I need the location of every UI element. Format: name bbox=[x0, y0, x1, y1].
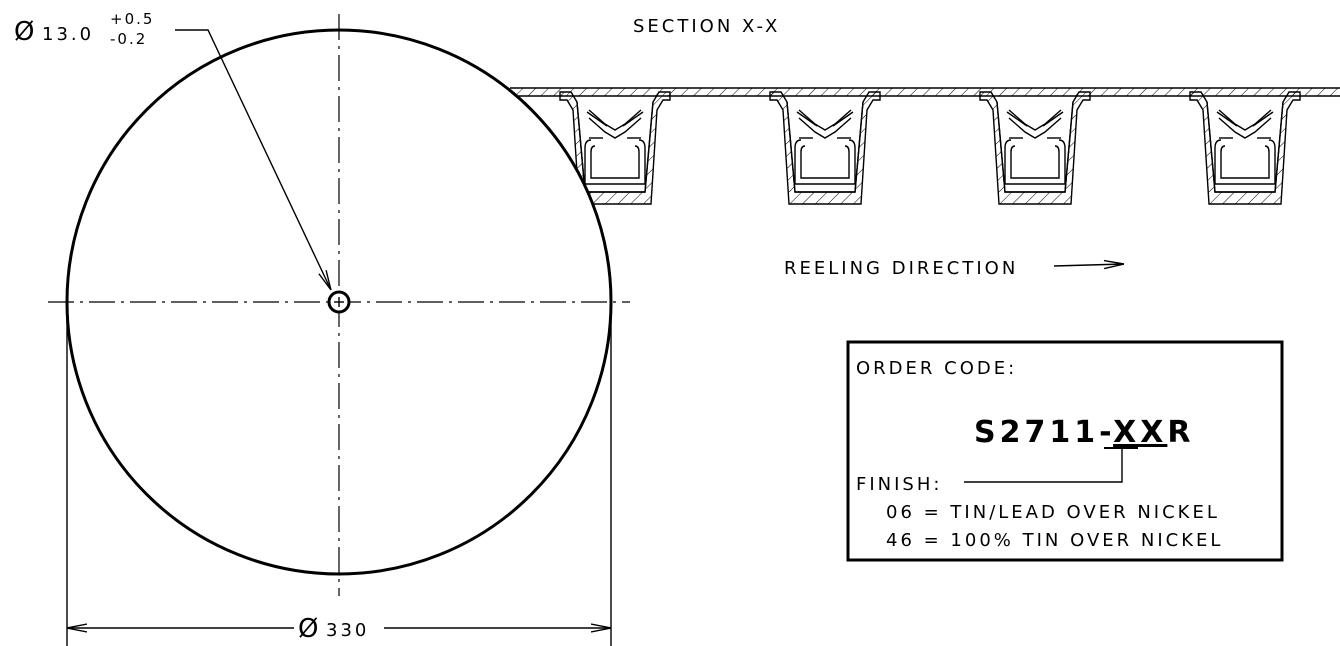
hub-tolerance-minus: -0.2 bbox=[110, 30, 147, 48]
reel-diameter-value: 330 bbox=[326, 620, 369, 641]
tape-pocket-2 bbox=[769, 91, 881, 205]
order-code-value: S2711-XXR bbox=[974, 415, 1194, 450]
order-code-box: ORDER CODE: S2711-XXR FINISH: 06 = TIN/L… bbox=[846, 340, 1284, 562]
reeling-direction-label: REELING DIRECTION bbox=[784, 258, 1018, 279]
order-code-title: ORDER CODE: bbox=[856, 358, 1017, 379]
reeling-direction-arrow bbox=[1053, 264, 1124, 266]
order-code-variable: XX bbox=[1113, 415, 1167, 450]
tape-pocket-4 bbox=[1189, 91, 1301, 205]
hub-tolerance-plus: +0.5 bbox=[110, 10, 154, 28]
hub-dimension: Ø 13.0 +0.5 -0.2 bbox=[14, 10, 331, 290]
section-label: SECTION X-X bbox=[633, 16, 780, 37]
finish-option-46: 46 = 100% TIN OVER NICKEL bbox=[886, 530, 1223, 551]
hub-dimension-symbol: Ø bbox=[14, 17, 34, 47]
finish-option-06: 06 = TIN/LEAD OVER NICKEL bbox=[886, 502, 1220, 523]
finish-label: FINISH: bbox=[856, 474, 942, 495]
carrier-tape-section bbox=[510, 87, 1340, 205]
reel-diameter-dimension: Ø 330 bbox=[66, 310, 612, 646]
reeling-direction: REELING DIRECTION bbox=[784, 258, 1124, 279]
hub-dimension-value: 13.0 bbox=[42, 24, 94, 45]
tape-pocket-3 bbox=[979, 91, 1091, 205]
reel-diameter-symbol: Ø bbox=[298, 614, 318, 644]
